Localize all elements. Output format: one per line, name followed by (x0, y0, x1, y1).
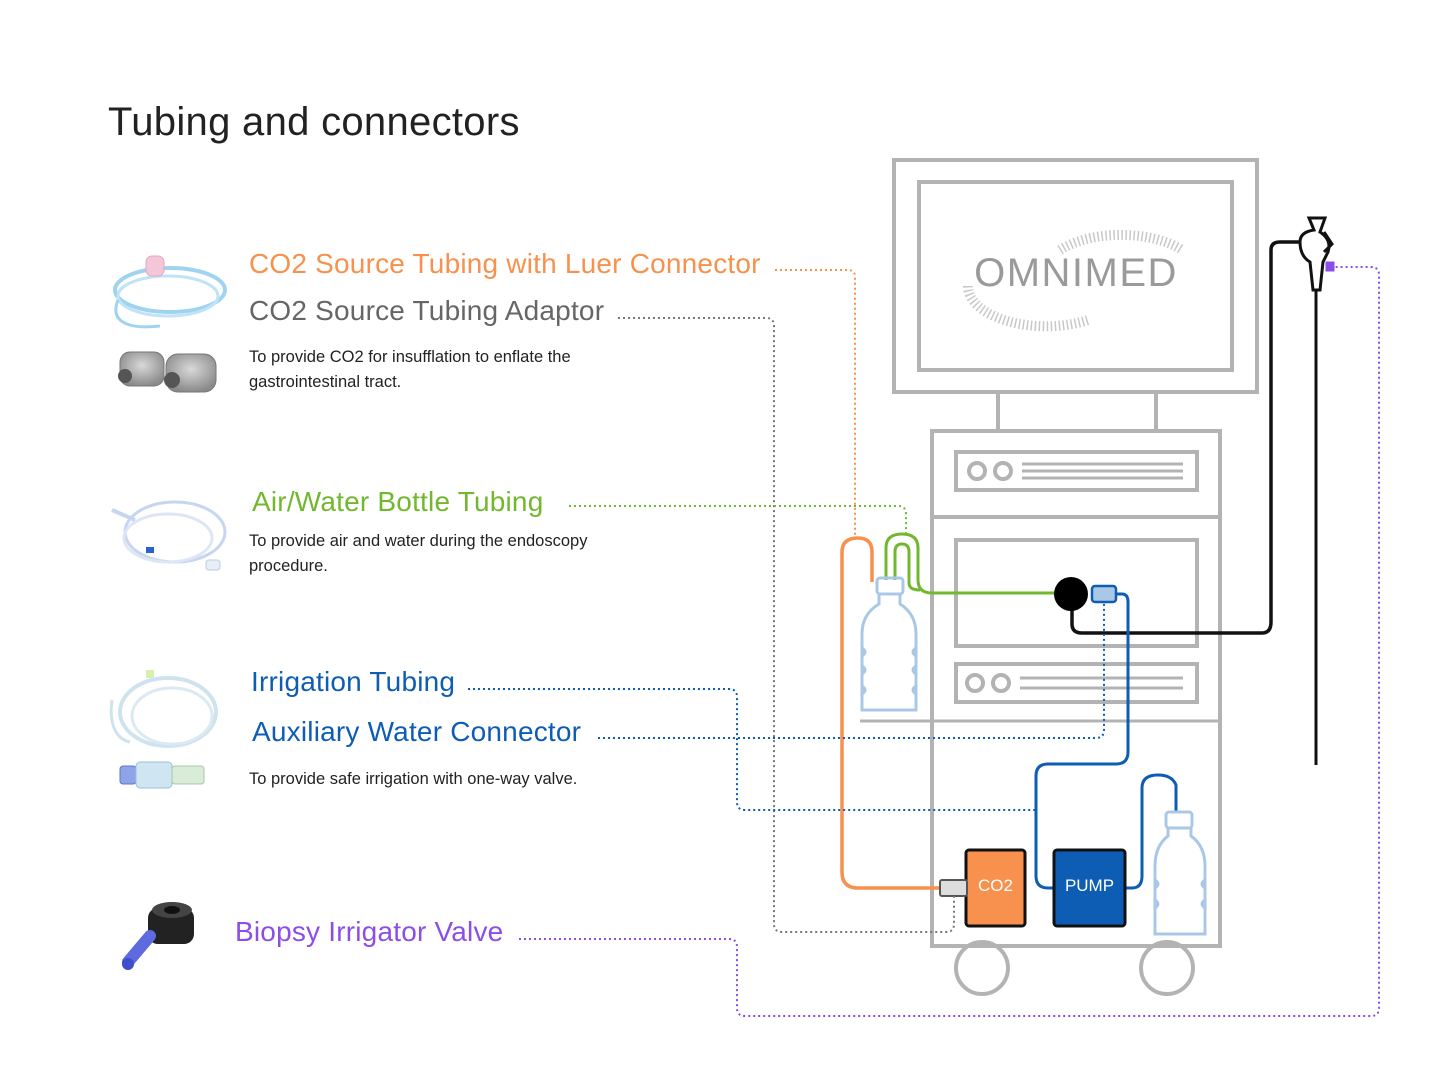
irrigation-tubing-icon (109, 670, 218, 748)
pump-unit-label: PUMP (1065, 876, 1114, 895)
label-air-water-bottle-tubing: Air/Water Bottle Tubing (252, 486, 544, 517)
co2-unit-label: CO2 (978, 876, 1013, 895)
irrigation-bottle (1153, 810, 1207, 936)
label-auxiliary-water-connector: Auxiliary Water Connector (252, 716, 582, 747)
co2-unit: CO2 (964, 848, 1027, 928)
biopsy-valve-icon (122, 902, 194, 970)
description-irrigation: To provide safe irrigation with one-way … (249, 770, 578, 788)
label-co2-source-tubing: CO2 Source Tubing with Luer Connector (249, 248, 761, 279)
auxiliary-water-connector-port (1090, 584, 1118, 604)
leader-auxiliary-water-connector (598, 602, 1105, 739)
leader-irrigation-tubing (468, 688, 1036, 811)
air-water-bottle (860, 576, 918, 712)
metal-adaptor-icon (118, 351, 217, 393)
wheel-right (1139, 940, 1195, 996)
endoscope-handle (1298, 216, 1335, 765)
coiled-tubing-icon (113, 255, 227, 329)
wheel-left (954, 940, 1010, 996)
description-co2: To provide CO2 for insufflation to enfla… (249, 348, 571, 391)
label-biopsy-irrigator-valve: Biopsy Irrigator Valve (235, 916, 504, 947)
processor-unit-top (954, 450, 1199, 492)
processor-unit-bottom (954, 662, 1199, 704)
leader-co2-source-tubing (775, 269, 856, 540)
description-air-water: To provide air and water during the endo… (249, 532, 588, 575)
omnimed-logo: OMNIMED (962, 229, 1185, 332)
monitor-brand-text: OMNIMED (974, 251, 1178, 295)
leader-biopsy-irrigator-valve (519, 266, 1380, 1017)
water-connector-icon (119, 761, 205, 789)
endoscopy-cart (860, 158, 1259, 996)
endoscope-umbilical-line (1070, 240, 1300, 635)
leader-air-water-tubing (569, 505, 907, 534)
co2-source-adaptor-port (939, 879, 968, 897)
leader-co2-source-adaptor (618, 317, 955, 933)
label-irrigation-tubing: Irrigation Tubing (251, 666, 456, 697)
cart-body (930, 429, 1222, 948)
bottle-tubing-icon (111, 500, 227, 571)
air-water-tubing-outer (884, 532, 1058, 595)
page-title: Tubing and connectors (108, 100, 520, 144)
monitor-screen (917, 180, 1234, 372)
endoscope-connector (1054, 577, 1088, 611)
co2-tubing-line (840, 536, 942, 890)
pump-unit: PUMP (1052, 848, 1127, 928)
label-co2-source-adaptor: CO2 Source Tubing Adaptor (249, 295, 605, 326)
irrigation-tubing-line (1034, 592, 1130, 890)
monitor-frame (892, 158, 1259, 394)
